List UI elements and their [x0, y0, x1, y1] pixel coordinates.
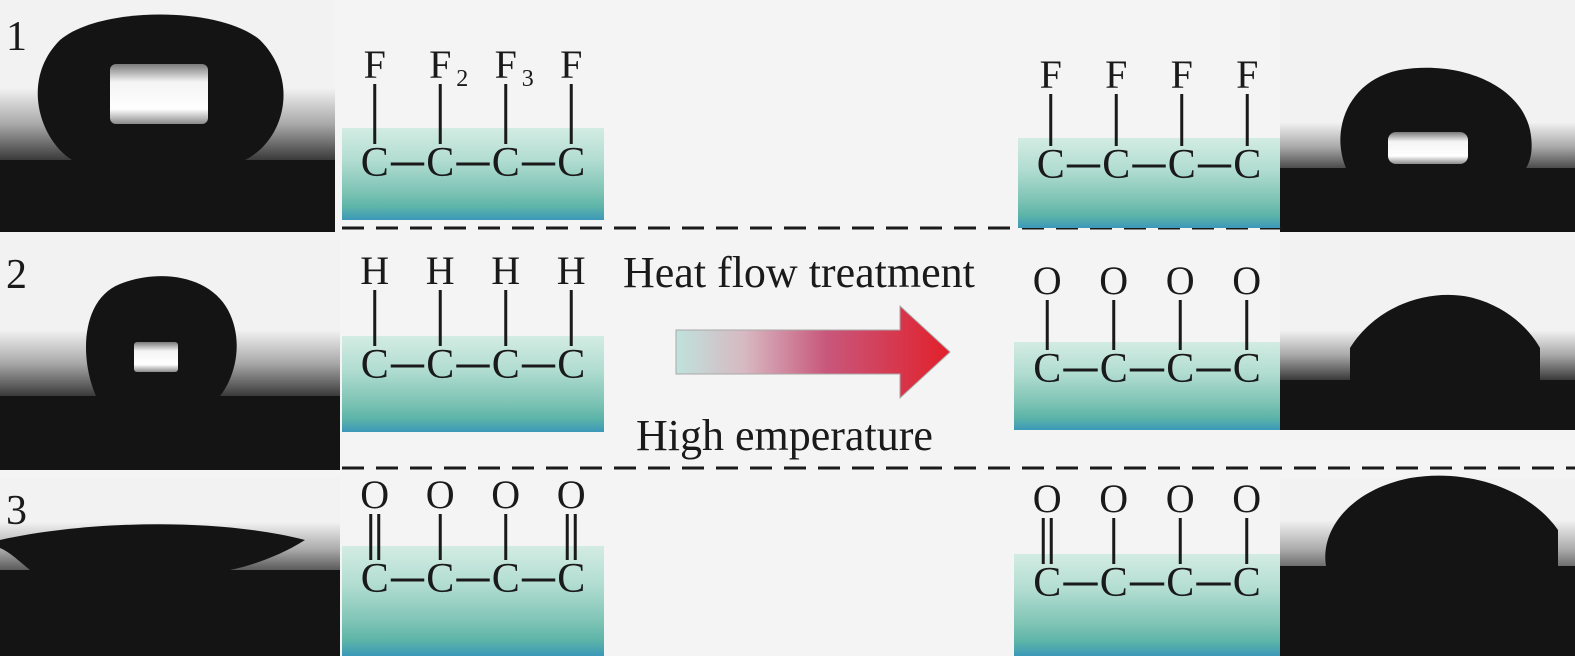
substrate-block — [342, 546, 604, 656]
structure-row-2-before: H C H C H C H C — [342, 248, 604, 432]
backbone-carbon: C — [557, 140, 585, 186]
process-label-bottom: High emperature — [636, 411, 933, 460]
substituent-atom: O — [1232, 258, 1261, 303]
substituent-atom: F — [1040, 52, 1062, 97]
row-3-before-droplet-photo — [0, 478, 340, 656]
substituent-atom: F — [1105, 52, 1127, 97]
substituent-atom: O — [1033, 476, 1062, 521]
row-2-after-droplet-photo — [1280, 240, 1575, 430]
backbone-carbon: C — [557, 556, 585, 602]
substituent-atom: O — [491, 472, 520, 517]
backbone-carbon: C — [1102, 142, 1130, 188]
substituent-atom: H — [491, 248, 520, 293]
substituent-atom: F — [429, 42, 451, 87]
substituent-subscript: 3 — [522, 66, 534, 92]
row-3-after-droplet-photo — [1280, 475, 1575, 656]
process-label-top: Heat flow treatment — [623, 248, 975, 297]
substituent-atom: O — [557, 472, 586, 517]
backbone-carbon: C — [492, 556, 520, 602]
backbone-carbon: C — [1233, 346, 1261, 392]
substituent-atom: O — [1166, 258, 1195, 303]
substituent-atom: O — [1099, 476, 1128, 521]
backbone-carbon: C — [1100, 346, 1128, 392]
row-1-after-droplet-photo — [1280, 0, 1575, 232]
backbone-carbon: C — [1233, 560, 1261, 606]
backbone-carbon: C — [1033, 346, 1061, 392]
substituent-atom: F — [1171, 52, 1193, 97]
row-label-2: 2 — [6, 252, 27, 298]
backbone-carbon: C — [557, 342, 585, 388]
row-2-before-droplet-photo — [0, 240, 340, 470]
substituent-atom: F — [1236, 52, 1258, 97]
backbone-carbon: C — [361, 556, 389, 602]
substituent-atom: F — [560, 42, 582, 87]
backbone-carbon: C — [492, 342, 520, 388]
substrate-block — [1018, 138, 1280, 228]
backbone-carbon: C — [361, 140, 389, 186]
backbone-carbon: C — [1037, 142, 1065, 188]
substituent-atom: O — [1232, 476, 1261, 521]
row-1-before-droplet-photo — [0, 0, 335, 232]
backbone-carbon: C — [426, 556, 454, 602]
backbone-carbon: C — [492, 140, 520, 186]
row-label-3: 3 — [6, 488, 27, 534]
backbone-carbon: C — [1168, 142, 1196, 188]
backbone-carbon: C — [1033, 560, 1061, 606]
substituent-atom: F — [364, 42, 386, 87]
substrate-block — [1014, 342, 1280, 430]
substituent-atom: O — [1033, 258, 1062, 303]
substituent-atom: H — [557, 248, 586, 293]
row-label-1: 1 — [6, 14, 27, 60]
substituent-subscript: 2 — [456, 66, 468, 92]
substituent-atom: O — [1099, 258, 1128, 303]
substituent-atom: O — [426, 472, 455, 517]
substrate-block — [342, 336, 604, 432]
backbone-carbon: C — [426, 140, 454, 186]
process-arrow — [675, 304, 951, 400]
substrate-block — [1014, 554, 1280, 656]
backbone-carbon: C — [1100, 560, 1128, 606]
substituent-atom: F — [495, 42, 517, 87]
substituent-atom: O — [360, 472, 389, 517]
substituent-atom: O — [1166, 476, 1195, 521]
substituent-atom: H — [426, 248, 455, 293]
backbone-carbon: C — [426, 342, 454, 388]
backbone-carbon: C — [1166, 346, 1194, 392]
substituent-atom: H — [360, 248, 389, 293]
backbone-carbon: C — [1233, 142, 1261, 188]
substrate-block — [342, 128, 604, 220]
backbone-carbon: C — [1166, 560, 1194, 606]
backbone-carbon: C — [361, 342, 389, 388]
